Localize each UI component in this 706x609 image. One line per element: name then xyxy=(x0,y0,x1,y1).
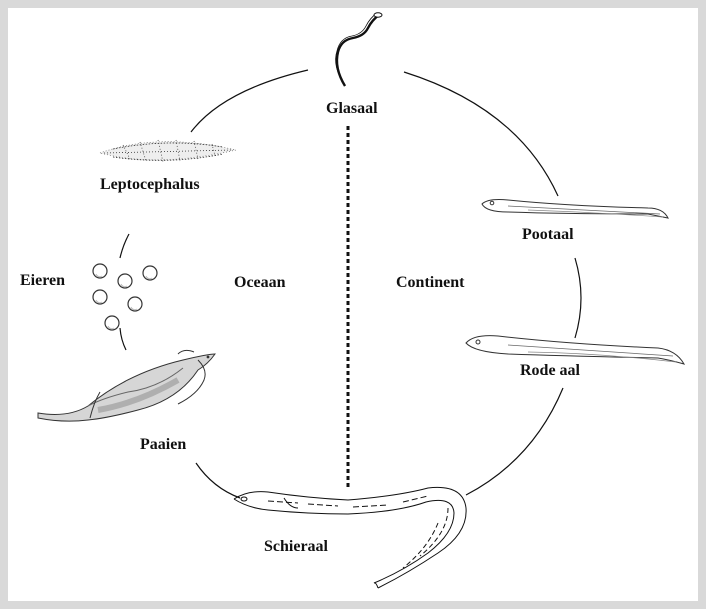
cycle-arc-right-middle xyxy=(575,258,581,338)
label-rode-aal: Rode aal xyxy=(520,362,580,380)
diagram-canvas: Glasaal Leptocephalus Eieren Oceaan Cont… xyxy=(8,8,698,601)
cycle-arc-left-lower xyxy=(120,328,126,350)
young-eel-illustration xyxy=(482,200,668,219)
cycle-arc-top-right xyxy=(404,72,558,196)
label-glasaal: Glasaal xyxy=(326,100,378,118)
label-schieraal: Schieraal xyxy=(264,538,328,556)
label-paaien: Paaien xyxy=(140,436,186,454)
spawning-eels-illustration xyxy=(38,350,215,421)
cycle-arc-bottom-left xyxy=(196,463,240,498)
eggs-illustration xyxy=(93,264,157,330)
lifecycle-diagram xyxy=(8,8,698,601)
cycle-arc-top-left xyxy=(191,70,308,132)
glass-eel-illustration xyxy=(336,13,382,86)
leptocephalus-illustration xyxy=(100,140,236,162)
label-continent: Continent xyxy=(396,274,464,292)
label-oceaan: Oceaan xyxy=(234,274,286,292)
label-eieren: Eieren xyxy=(20,272,65,290)
label-pootaal: Pootaal xyxy=(522,226,574,244)
cycle-arc-left-upper xyxy=(120,234,129,258)
cycle-arc-right-lower xyxy=(466,388,563,495)
label-leptocephalus: Leptocephalus xyxy=(100,176,200,194)
red-eel-illustration xyxy=(466,336,684,364)
